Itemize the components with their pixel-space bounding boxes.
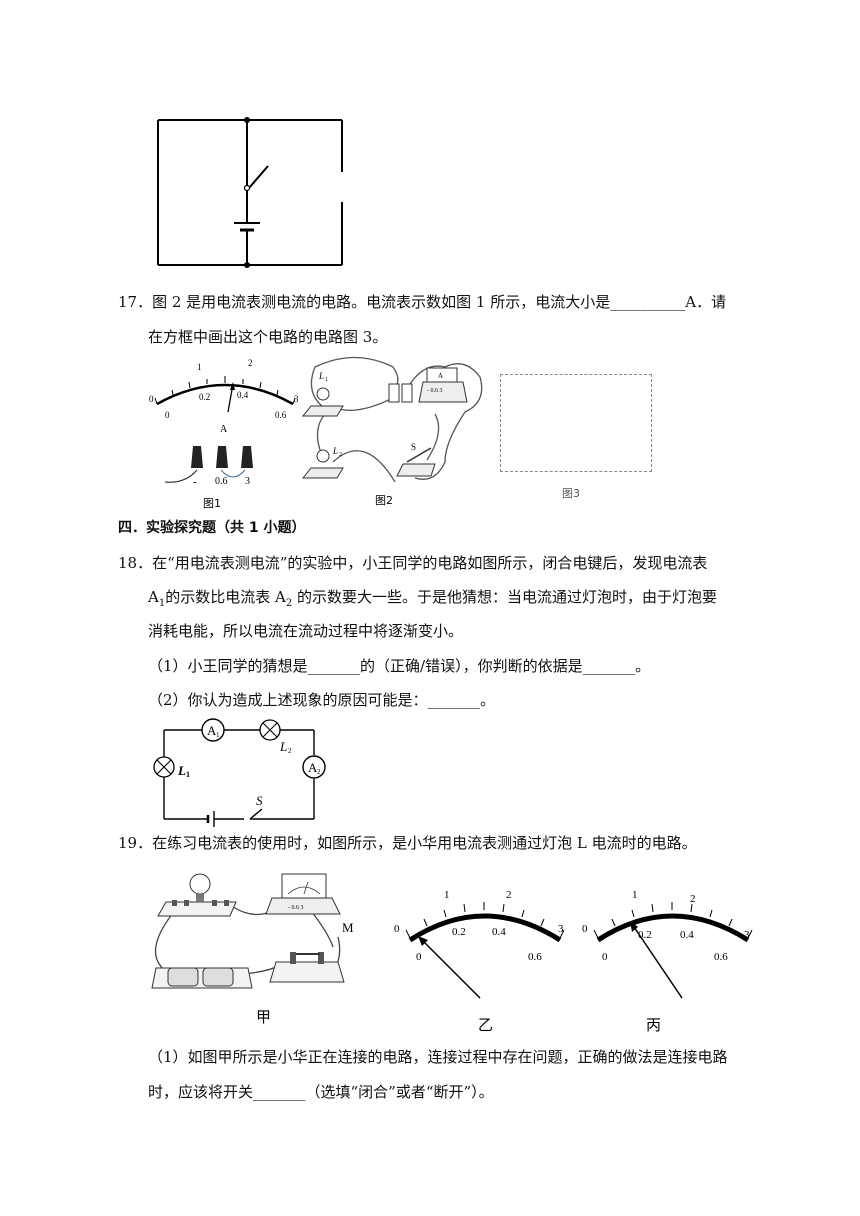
dial-bottom-2: 0.4: [237, 390, 249, 400]
bing-top-0: 0: [582, 923, 588, 935]
dial-bottom-0: 0: [165, 410, 170, 420]
fig2-caption: 图2: [375, 494, 393, 507]
dial-bottom-3: 0.6: [275, 410, 287, 420]
bing-top-2: 2: [690, 893, 696, 905]
q18-lamp-l2-sub: 2: [288, 747, 292, 755]
dial-top-2: 2: [248, 358, 253, 368]
fig1-caption: 图1: [203, 497, 221, 510]
yi-top-3: 3: [558, 923, 564, 935]
q18-lamp-l1: L: [177, 763, 186, 778]
yi-bottom-0: 0: [416, 951, 422, 963]
yi-top-2: 2: [506, 889, 512, 901]
q17-fig1-ammeter-dial: 0 1 2 3 0 0.2 0.4 0.6 A - 0.6 3 图1: [149, 358, 299, 510]
q19-sub1-line1: （1）如图甲所示是小华正在连接的电路，连接过程中存在问题，正确的做法是连接电路: [148, 1048, 728, 1066]
fig2-lamp1: L: [318, 371, 324, 381]
q18-lamp-l1-sub: 1: [186, 770, 190, 779]
q17-fig3-answer-box: [500, 374, 652, 472]
bing-bottom-1: 0.2: [638, 929, 652, 941]
dial-top-3: 3: [294, 394, 299, 404]
jia-label-m: M: [342, 920, 354, 935]
jia-caption: 甲: [256, 1008, 271, 1026]
yi-top-1: 1: [444, 889, 450, 901]
q18-ammeter-a1: A: [207, 723, 217, 738]
q19-fig-jia-physical-circuit: - 0.6 3 M 甲: [151, 873, 354, 1026]
terminal-neg: -: [193, 476, 197, 488]
q18-ammeter-a2: A: [308, 760, 318, 775]
q19-sub1-line2: 时，应该将开关_______（选填“闭合”或者“断开”）。: [148, 1083, 494, 1101]
q18-a1: A: [148, 588, 159, 606]
bing-bottom-2: 0.4: [680, 929, 694, 941]
q19-fig-yi-ammeter-dial: 0 1 2 3 0 0.2 0.4 0.6 乙: [394, 889, 565, 1034]
q17-line2: 在方框中画出这个电路的电路图 3。: [148, 328, 388, 346]
q18-line3: 消耗电能，所以电流在流动过程中将逐渐变小。: [148, 622, 464, 640]
dial-bottom-1: 0.2: [199, 392, 210, 402]
q18-a2-sub: 2: [285, 598, 293, 609]
terminal-06: 0.6: [215, 476, 228, 487]
fig2-lamp2-sub: 2: [339, 452, 342, 458]
q19-fig-bing-ammeter-dial: 0 1 2 3 0 0.2 0.4 0.6 丙: [582, 889, 753, 1034]
fig2-meter: A: [438, 372, 443, 380]
dial-top-0: 0: [149, 394, 154, 404]
top-circuit-diagram: [157, 117, 343, 268]
yi-bottom-3: 0.6: [528, 951, 542, 963]
bing-caption: 丙: [646, 1016, 661, 1034]
q19-line1: 19．在练习电流表的使用时，如图所示，是小华用电流表测通过灯泡 L 电流时的电路…: [118, 834, 697, 852]
q18-line2: A1的示数比电流表 A2 的示数要大一些。于是他猜想：当电流通过灯泡时，由于灯泡…: [148, 587, 717, 614]
fig2-lamp1-sub: 1: [325, 377, 328, 383]
yi-caption: 乙: [478, 1016, 493, 1034]
q18-sub1: （1）小王同学的猜想是_______的（正确/错误），你判断的依据是______…: [148, 657, 651, 675]
bing-bottom-3: 0.6: [714, 951, 728, 963]
section4-title: 四．实验探究题（共 1 小题）: [118, 520, 306, 536]
fig3-caption: 图3: [562, 487, 580, 500]
q18-line2-post: 的示数要大一些。于是他猜想：当电流通过灯泡时，由于灯泡要: [292, 588, 717, 606]
q18-sub2: （2）你认为造成上述现象的原因可能是：_______。: [148, 691, 496, 709]
fig2-meter-scale: - 0.6 3: [427, 388, 443, 394]
q17-line1: 17．图 2 是用电流表测电流的电路。电流表示数如图 1 所示，电流大小是___…: [118, 293, 727, 311]
q18-switch-s: S: [256, 793, 263, 808]
yi-bottom-2: 0.4: [492, 926, 506, 938]
jia-meter-scale: - 0.6 3: [288, 905, 304, 911]
fig2-switch: S: [411, 442, 416, 452]
bing-top-3: 3: [744, 929, 750, 941]
q17-fig2-physical-circuit: L 1 L 2 A - 0.6 3 S 图2: [301, 356, 483, 507]
yi-bottom-1: 0.2: [452, 926, 466, 938]
q18-circuit-diagram: A 1 A 2 L 2 L 1 S: [153, 718, 326, 827]
fig2-lamp2: L: [332, 446, 338, 456]
q18-a1-sub: 1: [158, 598, 166, 609]
yi-top-0: 0: [394, 923, 400, 935]
terminal-3: 3: [245, 476, 250, 487]
q18-lamp-l2: L: [279, 739, 287, 754]
q18-ammeter-a2-sub: 2: [317, 768, 321, 776]
dial-top-1: 1: [197, 362, 202, 372]
q18-line1: 18．在“用电流表测电流”的实验中，小王同学的电路如图所示，闭合电键后，发现电流…: [118, 554, 708, 572]
q18-line2-mid: 的示数比电流表 A: [165, 588, 286, 606]
bing-top-1: 1: [632, 889, 638, 901]
bing-bottom-0: 0: [602, 951, 608, 963]
q18-ammeter-a1-sub: 1: [216, 731, 220, 739]
dial-unit: A: [220, 424, 228, 435]
